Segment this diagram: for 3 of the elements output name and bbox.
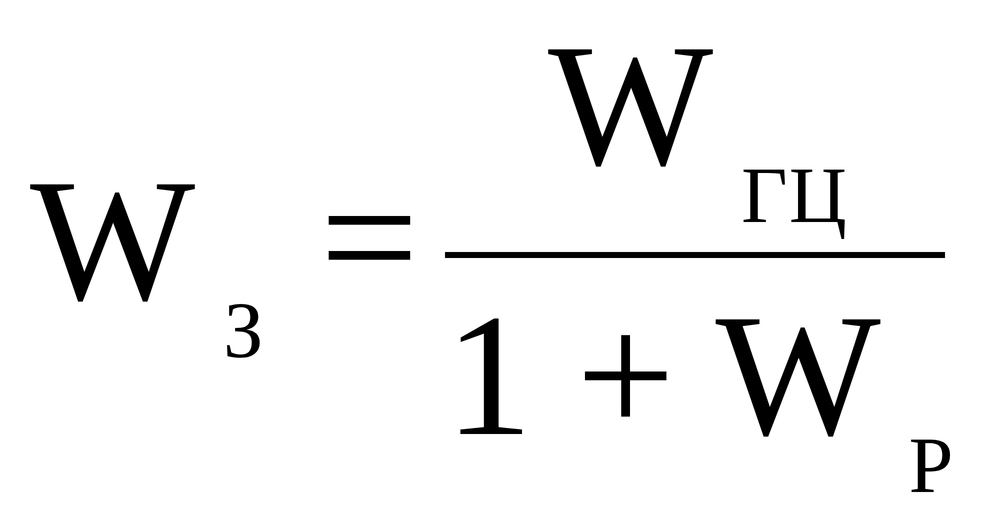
formula-symbol: W$_{З}$ bbox=[30, 153, 265, 371]
denominator: 1 + W$_{Р}$ bbox=[445, 288, 955, 506]
equals-sign: = bbox=[320, 150, 419, 325]
